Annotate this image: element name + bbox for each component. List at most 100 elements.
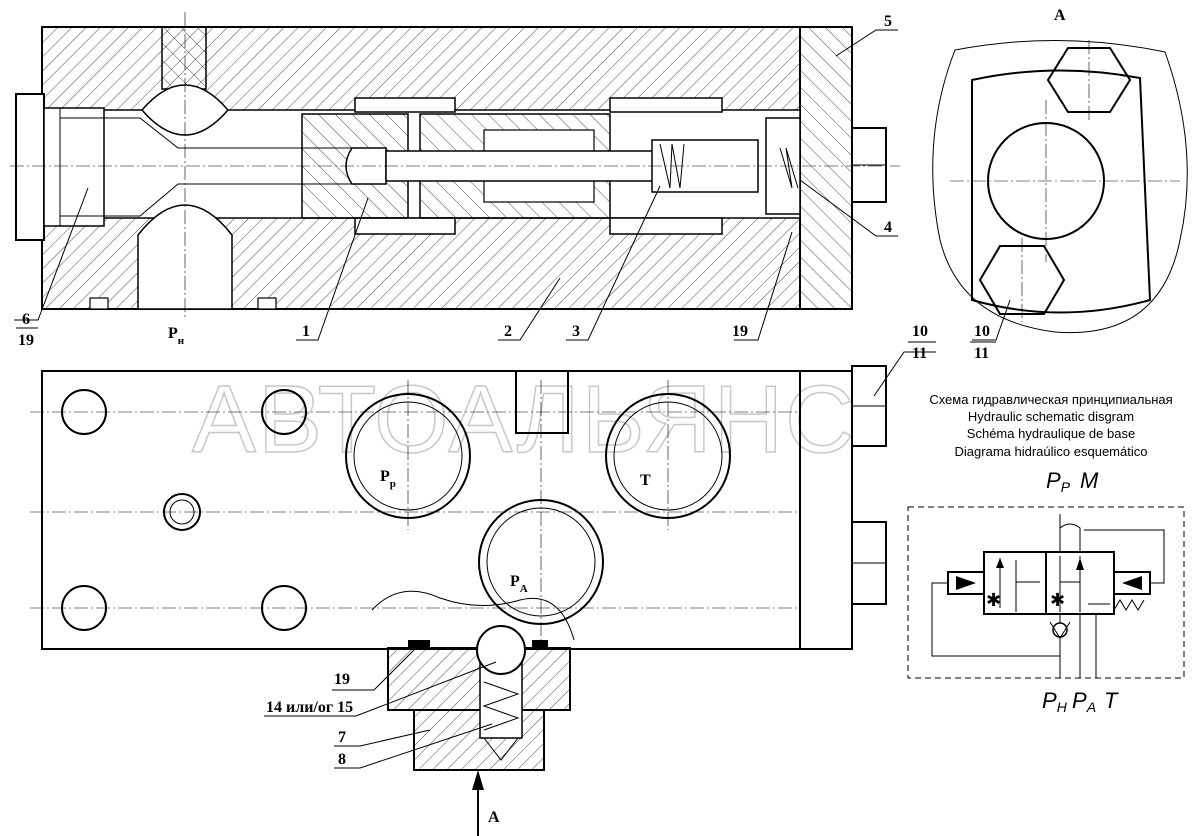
front-leaders: [264, 351, 936, 769]
schematic-bot-ph-sub: H: [1057, 699, 1068, 715]
watermark-text: АВТОАЛЬЯНС: [192, 366, 856, 473]
callout-19c: 19: [334, 671, 350, 688]
left-plug-thread: [59, 108, 105, 226]
schematic-bot-ph: PH: [1042, 688, 1068, 715]
bottom-slot-2: [257, 297, 277, 310]
schematic-top-p-main: P: [1046, 468, 1061, 493]
callout-10a: 10: [912, 323, 928, 340]
leader-14: [264, 661, 497, 717]
callout-10b: 10: [974, 323, 990, 340]
seal-ring-left: [408, 640, 430, 648]
schematic-top-p-sub: P: [1061, 479, 1071, 495]
front-view: [30, 365, 887, 836]
view-a-label: А: [1054, 7, 1066, 24]
callout-3: 3: [572, 323, 580, 340]
bore-groove-lower-2: [609, 217, 723, 235]
pilot-left-triangle: [956, 576, 976, 590]
left-nut: [15, 93, 45, 241]
view-a-plate: [971, 69, 1152, 314]
callout-1: 1: [302, 323, 310, 340]
line-pilot-right: [1084, 529, 1165, 584]
schematic-captions: Схема гидравлическая принципиальная Hydr…: [929, 392, 1172, 459]
schematic-boundary: [907, 506, 1185, 679]
callout-4: 4: [884, 219, 892, 236]
pilot-right-triangle: [1122, 576, 1142, 590]
nozzle: [104, 117, 352, 217]
leader-10b: [972, 299, 1011, 341]
throttle-symbol-right: ✱: [1050, 590, 1065, 611]
bore-groove-upper-1: [354, 97, 456, 113]
schematic-bot-pa-sub: A: [1086, 699, 1096, 715]
port-pa-label: РА: [510, 573, 528, 595]
leader-4: [799, 179, 898, 237]
caption-es: Diagrama hidraúlico esquemático: [955, 444, 1148, 459]
leader-10a: [873, 351, 936, 397]
bore-groove-upper-2: [609, 97, 723, 113]
view-arrow-a-head: [472, 770, 484, 790]
bore-groove-lower-1: [354, 217, 456, 235]
port-pn-sub: н: [178, 335, 185, 347]
schematic-bot-pa-main: P: [1072, 688, 1087, 713]
top-plug: [161, 26, 207, 90]
check-valve-seat-symbol: [1049, 621, 1071, 639]
left-plug: [43, 107, 105, 227]
schematic-diagram: ✱ ✱: [907, 506, 1185, 679]
check-valve-symbol: [1052, 622, 1068, 638]
leader-5: [835, 29, 898, 57]
check-valve-stem: [413, 709, 545, 771]
check-spring: [482, 681, 520, 731]
seal-ring-right: [532, 640, 548, 648]
port-pa-main: Р: [510, 573, 520, 590]
front-end-cover: [799, 370, 853, 650]
leader-19c: [332, 643, 421, 691]
valve-left-arrow-head: [996, 558, 1004, 568]
line-pilot-left: [931, 582, 1060, 657]
spring-4: [779, 147, 799, 189]
view-a-hex-top: [1046, 47, 1132, 113]
port-pp-label: Рр: [380, 468, 396, 490]
leader-3: [566, 185, 661, 341]
caption-fr: Schéma hydraulique de base: [967, 426, 1135, 441]
port-pn-label: Рн: [168, 325, 185, 347]
schematic-bot-ph-main: P: [1042, 688, 1057, 713]
view-a-hex-bottom: [978, 245, 1066, 315]
callout-2: 2: [504, 323, 512, 340]
port-t-label: Т: [640, 472, 651, 489]
view-a-break-outline: [932, 39, 1188, 334]
callout-6: 6: [22, 311, 30, 328]
leader-1: [296, 197, 369, 341]
leader-19a: [734, 231, 793, 341]
line-pp-jump: [1059, 520, 1081, 552]
schematic-top-p: PP: [1046, 468, 1071, 495]
section-leaders: [14, 29, 898, 341]
callout-14-text: 14 или/ог 15: [266, 699, 353, 716]
schematic-bot-t: T: [1104, 688, 1119, 713]
end-cover: [799, 26, 853, 310]
callout-8: 8: [338, 751, 346, 768]
breakout-line: [371, 590, 575, 641]
port-pp-sub: р: [390, 478, 396, 490]
leader-8: [334, 723, 493, 769]
leader-7: [334, 729, 431, 747]
schematic-top-m: M: [1080, 468, 1099, 493]
port-pa-sub: А: [520, 583, 528, 595]
callout-14: 14 или/ог 15: [266, 699, 353, 716]
valve-right-arrow-head: [1076, 558, 1084, 570]
view-a: А: [932, 7, 1188, 341]
callout-19a: 19: [18, 332, 34, 349]
schematic-bot-pa: PA: [1072, 688, 1096, 715]
bottom-slot-1: [89, 297, 109, 310]
front-top-plug: [515, 370, 569, 434]
callout-11b: 11: [974, 345, 989, 362]
port-pn-main: Р: [168, 325, 178, 342]
caption-en: Hydraulic schematic disgram: [968, 409, 1134, 424]
section-view: [10, 12, 900, 318]
throttle-symbol-left: ✱: [986, 590, 1001, 611]
view-arrow-a-label: А: [488, 809, 500, 826]
leader-6: [14, 187, 89, 321]
port-pp-main: Р: [380, 468, 390, 485]
check-seat: [483, 737, 519, 761]
caption-ru: Схема гидравлическая принципиальная: [929, 392, 1172, 407]
leader-2: [498, 277, 561, 341]
